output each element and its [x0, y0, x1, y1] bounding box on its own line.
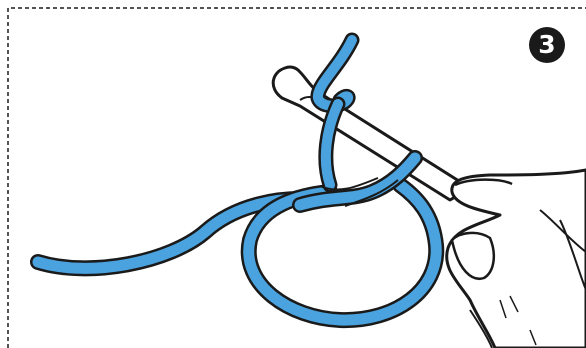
yarn-twist	[300, 158, 415, 206]
hand-illustration	[447, 170, 586, 348]
step-number-badge: 3	[529, 27, 565, 63]
